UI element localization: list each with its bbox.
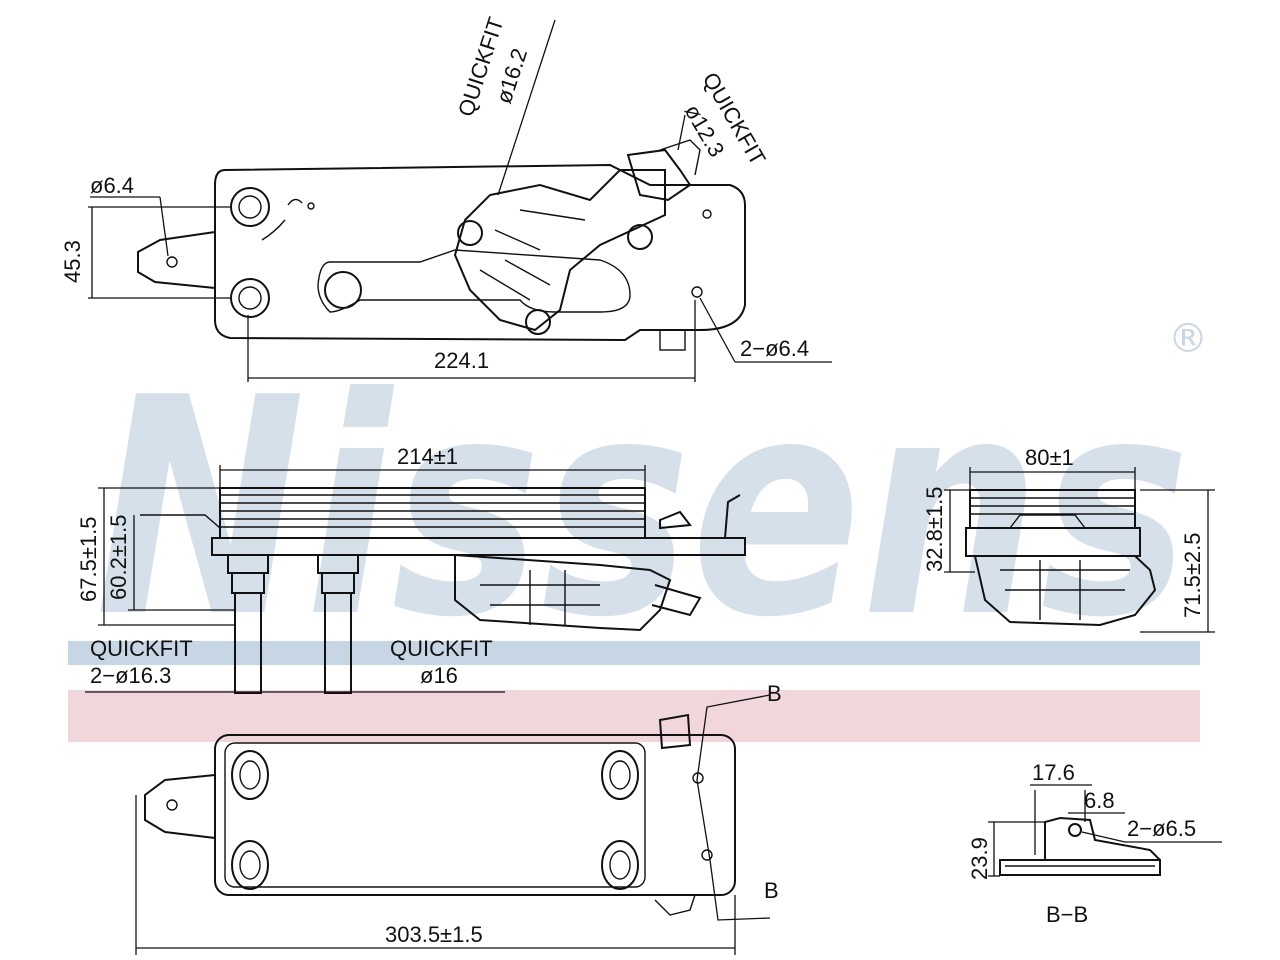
- width-224-1: 224.1: [434, 348, 489, 373]
- bottom-view: B B 303.5±1.5: [135, 681, 782, 955]
- section-caption: B−B: [1046, 902, 1088, 927]
- holes-2x6-4: 2−ø6.4: [740, 336, 809, 361]
- quickfit-b-label: QUICKFIT: [390, 636, 493, 661]
- hole-dia-6-4: ø6.4: [90, 173, 134, 198]
- width-214: 214±1: [397, 444, 458, 469]
- section-mark-bottom: B: [764, 878, 779, 903]
- brand-watermark: Nissens: [95, 334, 1190, 683]
- quickfit-a-dia: 2−ø16.3: [90, 663, 171, 688]
- quickfit-b-dia: ø16: [420, 663, 458, 688]
- holes-2x6-5: 2−ø6.5: [1127, 816, 1196, 841]
- section-view: 17.6 6.8 2−ø6.5 23.9 B−B: [967, 760, 1222, 927]
- dim-6-8: 6.8: [1084, 788, 1115, 813]
- end-height-71-5: 71.5±2.5: [1180, 533, 1205, 618]
- blue-band: [68, 641, 1200, 665]
- dim-23-9: 23.9: [967, 837, 992, 880]
- length-303-5: 303.5±1.5: [385, 922, 483, 947]
- registered-mark: ®: [1168, 316, 1208, 362]
- top-view: 45.3 ø6.4 224.1 2−ø6.4 QUICKFIT ø16.2 QU…: [60, 14, 832, 382]
- end-height-32-8: 32.8±1.5: [922, 487, 947, 572]
- quickfit-a-label: QUICKFIT: [90, 636, 193, 661]
- section-mark-top: B: [767, 681, 782, 706]
- end-view: 80±1 32.8±1.5 71.5±2.5: [922, 445, 1215, 633]
- side-view: 214±1 67.5±1.5 60.2±1.5 QUICKFIT 2−ø16.3…: [76, 444, 746, 694]
- pink-band: [68, 690, 1200, 742]
- quickfit-left-label: QUICKFIT: [453, 14, 509, 119]
- height-67-5: 67.5±1.5: [76, 517, 101, 602]
- dim-17-6: 17.6: [1032, 760, 1075, 785]
- height-60-2: 60.2±1.5: [106, 515, 131, 600]
- end-width-80: 80±1: [1025, 445, 1074, 470]
- height-45-3: 45.3: [60, 240, 85, 283]
